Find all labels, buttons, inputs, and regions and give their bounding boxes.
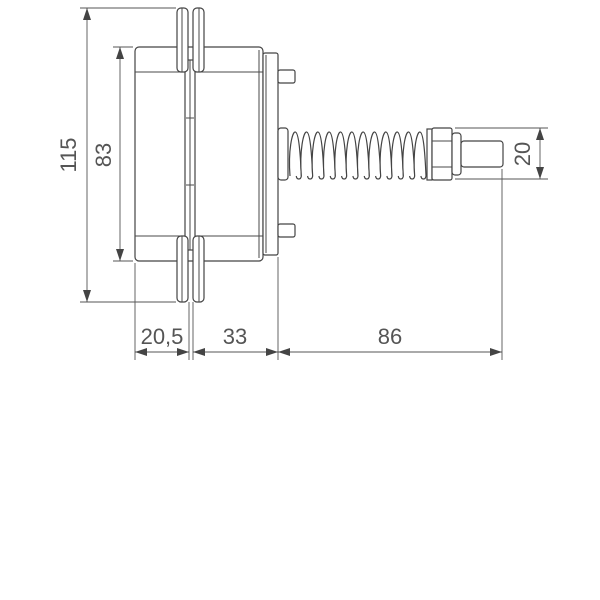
spring-coil xyxy=(368,131,382,180)
dim-label-115: 115 xyxy=(56,137,81,172)
mounting-flange xyxy=(262,52,296,256)
stud-top xyxy=(277,69,296,84)
glass-gap xyxy=(184,59,196,251)
stud-bottom xyxy=(277,223,296,238)
dim-86: 86 xyxy=(278,324,502,356)
spring-coil xyxy=(334,131,348,180)
spring-coil xyxy=(288,131,302,180)
body-housing xyxy=(134,46,264,262)
dim-label-86: 86 xyxy=(378,324,402,349)
spring-coil xyxy=(390,131,404,180)
spring-coil xyxy=(413,131,427,180)
dim-33: 33 xyxy=(193,324,278,356)
rod xyxy=(460,140,504,168)
dim-83: 83 xyxy=(91,47,124,261)
spring-coil xyxy=(356,131,370,180)
spring xyxy=(277,127,427,181)
spring-coil xyxy=(300,131,314,180)
clamp-plates xyxy=(176,7,205,303)
spring-coil xyxy=(311,131,325,180)
dim-label-20: 20 xyxy=(510,142,535,166)
spring-coil xyxy=(379,131,393,180)
dim-20: 20 xyxy=(510,128,544,179)
spring-coil xyxy=(322,131,336,180)
dim-label-33: 33 xyxy=(223,324,247,349)
dim-20-5: 20,5 xyxy=(135,324,189,356)
spring-coil xyxy=(345,131,359,180)
dim-label-83: 83 xyxy=(91,143,116,167)
extension-lines xyxy=(80,7,548,360)
spring-coil xyxy=(402,131,416,180)
nut-and-rod xyxy=(426,127,504,181)
dim-label-20-5: 20,5 xyxy=(141,324,184,349)
dim-115: 115 xyxy=(56,8,91,302)
